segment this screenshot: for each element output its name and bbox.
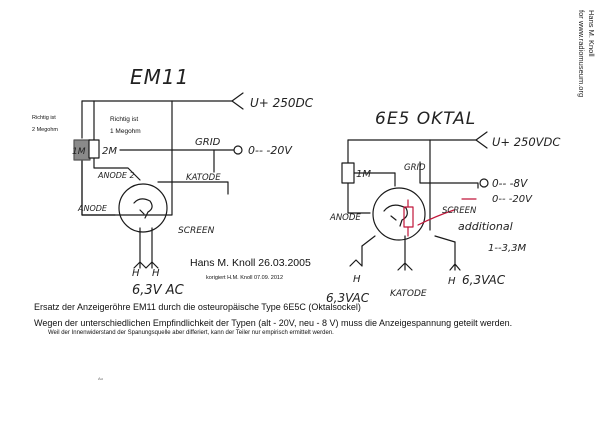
em11-note-mid-1: Richtig ist [110, 116, 138, 123]
6e5-additional-label: additional [458, 220, 513, 233]
6e5-supply-label: U+ 250VDC [492, 135, 560, 149]
em11-grid-label: GRID [195, 137, 221, 148]
6e5-additional-resistor [403, 198, 477, 237]
em11-resistor-2m [88, 139, 100, 159]
em11-wiring [81, 92, 244, 269]
6e5-resistor-1m [341, 162, 355, 184]
em11-katode-label: KATODE [186, 173, 221, 183]
6e5-wiring [347, 131, 489, 271]
author-signature: Hans M. Knoll 26.03.2005 [190, 257, 311, 269]
6e5-heater-h-left: H [353, 274, 361, 285]
caption-line-3: Weil der Innenwiderstand der Spanungsque… [48, 330, 334, 336]
author-corrected: korigiert H.M. Knoll 07.09. 2012 [206, 275, 283, 281]
em11-grid-range: 0-- -20V [248, 144, 293, 157]
6e5-grid-label: GRID [404, 163, 426, 173]
credit-name: Hans M. Knoll [587, 10, 596, 57]
em11-note-mid-2: 1 Megohm [110, 128, 141, 135]
em11-screen-label: SCREEN [178, 226, 215, 236]
6e5-heater-h-right: H [448, 276, 456, 287]
6e5-heater-voltage-left: 6,3VAC [326, 291, 370, 305]
em11-heater-voltage: 6,3V AC [132, 283, 185, 298]
6e5-heater-voltage-right: 6,3VAC [462, 273, 506, 287]
6e5-title: 6E5 OKTAL [375, 109, 476, 129]
em11-anode-label: ANODE [77, 204, 108, 213]
em11-heater-h2: H [152, 268, 160, 279]
credit-url: for www.radiomuseum.org [577, 10, 586, 98]
em11-tube [118, 183, 168, 233]
em11-anode2-label: ANODE 2 [97, 171, 135, 180]
em11-resistor-1m-label: 1M [72, 147, 86, 157]
em11-title: EM11 [130, 65, 189, 89]
caption-line-1: Ersatz der Anzeigeröhre EM11 durch die o… [34, 302, 361, 312]
credit-vertical: Hans M. Knoll for www.radiomuseum.org [560, 10, 598, 140]
6e5-screen-label: SCREEN [442, 206, 477, 216]
6e5-grid-range-black: 0-- -8V [492, 178, 528, 190]
6e5-katode-label: KATODE [390, 289, 427, 299]
em11-note-left-2: 2 Megohm [32, 127, 58, 133]
stray-mark: Au [98, 376, 103, 381]
em11-supply-label: U+ 250DC [250, 96, 314, 110]
caption-line-2: Wegen der unterschiedlichen Empfindlichk… [34, 318, 513, 328]
6e5-grid-range-red: 0-- -20V [492, 194, 533, 205]
em11-heater-h1: H [132, 268, 140, 279]
6e5-additional-value: 1--3,3M [488, 243, 526, 254]
6e5-anode-label: ANODE [329, 213, 361, 223]
em11-note-left-1: Richtig ist [32, 115, 56, 121]
em11-resistor-2m-label: 2M [102, 146, 117, 157]
6e5-resistor-label: 1M [356, 169, 371, 180]
6e5-tube [372, 187, 426, 241]
